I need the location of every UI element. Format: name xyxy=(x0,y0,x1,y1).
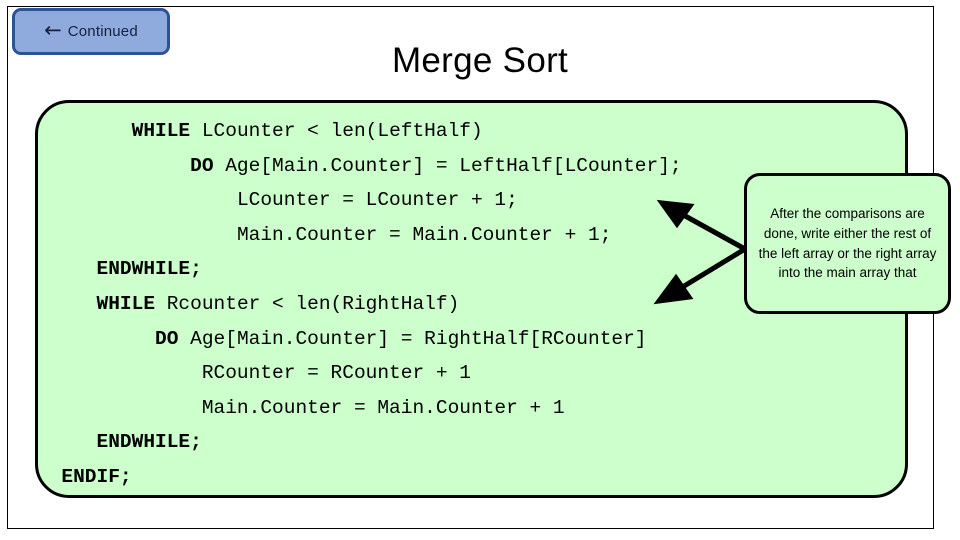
code-indent xyxy=(38,431,97,453)
code-indent xyxy=(38,328,155,350)
code-keyword: WHILE xyxy=(131,120,191,142)
code-text: LCounter < len(LeftHalf) xyxy=(190,120,483,142)
code-keyword: WHILE xyxy=(96,292,156,315)
code-indent xyxy=(38,466,61,488)
code-text: LCounter = LCounter + 1; xyxy=(236,189,518,212)
callout-bubble: After the comparisons are done, write ei… xyxy=(744,173,951,314)
code-keyword: ENDWHILE; xyxy=(96,431,202,454)
code-keyword: ENDIF; xyxy=(61,465,132,488)
code-indent xyxy=(38,293,97,315)
code-line: Main.Counter = Main.Counter + 1 xyxy=(38,391,905,426)
code-indent xyxy=(38,224,237,246)
code-indent xyxy=(38,189,237,211)
code-keyword: DO xyxy=(155,327,179,350)
code-indent xyxy=(38,155,190,177)
code-line: DO Age[Main.Counter] = LeftHalf[LCounter… xyxy=(38,149,905,184)
code-text: Age[Main.Counter] = LeftHalf[LCounter]; xyxy=(213,154,682,177)
code-line: RCounter = RCounter + 1 xyxy=(38,356,905,391)
code-indent xyxy=(38,120,132,142)
continued-button-label: Continued xyxy=(67,23,138,40)
code-indent xyxy=(38,397,202,419)
code-line: ENDWHILE; xyxy=(38,425,905,460)
code-indent xyxy=(38,362,202,384)
code-text: Main.Counter = Main.Counter + 1 xyxy=(201,396,565,419)
code-text: Age[Main.Counter] = RightHalf[RCounter] xyxy=(178,327,647,350)
code-line: WHILE Rcounter < len(RightHalf) xyxy=(38,287,905,322)
code-line: Main.Counter = Main.Counter + 1; xyxy=(38,218,905,253)
page-title: Merge Sort xyxy=(391,41,569,80)
code-line: ENDIF; xyxy=(38,460,905,495)
code-line: DO Age[Main.Counter] = RightHalf[RCounte… xyxy=(38,322,905,357)
code-keyword: ENDWHILE; xyxy=(96,258,202,281)
code-text: RCounter = RCounter + 1 xyxy=(201,362,471,385)
code-keyword: DO xyxy=(190,154,214,177)
pseudocode-listing: WHILE LCounter < len(LeftHalf) DO Age[Ma… xyxy=(38,114,905,495)
code-line: WHILE LCounter < len(LeftHalf) xyxy=(38,114,905,149)
code-text: Main.Counter = Main.Counter + 1; xyxy=(236,223,612,246)
left-arrow-icon: ← xyxy=(44,18,62,42)
code-line: ENDWHILE; xyxy=(38,252,905,287)
callout-text: After the comparisons are done, write ei… xyxy=(758,206,937,281)
code-line: LCounter = LCounter + 1; xyxy=(38,183,905,218)
continued-back-button[interactable]: ← Continued xyxy=(12,8,170,55)
code-indent xyxy=(38,258,97,280)
code-text: Rcounter < len(RightHalf) xyxy=(155,292,460,315)
